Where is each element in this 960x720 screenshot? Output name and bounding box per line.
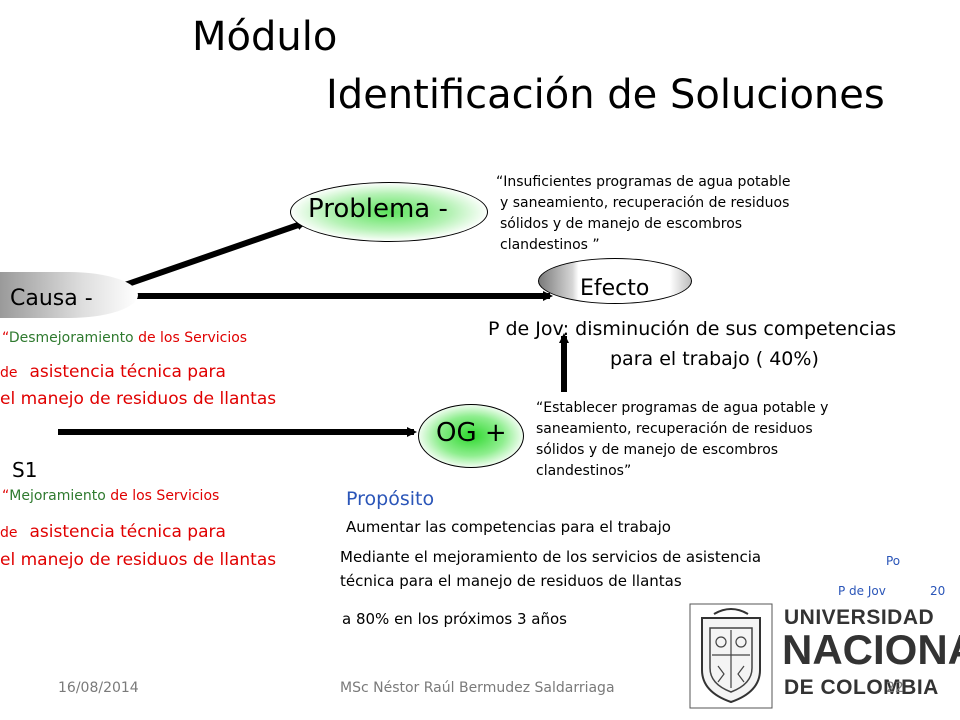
problema-quote-4: clandestinos ” bbox=[500, 237, 600, 253]
og-label: OG + bbox=[436, 418, 507, 448]
university-seal-icon bbox=[689, 603, 773, 709]
efecto-label: Efecto bbox=[580, 276, 650, 301]
problema-label: Problema - bbox=[308, 194, 448, 224]
causa-node bbox=[0, 272, 138, 318]
causa-quote-line3: el manejo de residuos de llantas bbox=[0, 389, 277, 409]
footer-page-number: 22 bbox=[886, 680, 904, 696]
efecto-text-1: P de Jov: disminución de sus competencia… bbox=[488, 318, 897, 340]
logo-line3: DE COLOMBIA bbox=[784, 676, 939, 699]
title-modulo: Módulo bbox=[192, 14, 338, 60]
s1-label: S1 bbox=[12, 458, 38, 482]
proposito-line4: a 80% en los próximos 3 años bbox=[342, 610, 567, 628]
causa-quote-line1: “Desmejoramiento de los Servicios bbox=[2, 330, 248, 346]
arrow-causa-problema bbox=[121, 220, 307, 289]
footer-date: 16/08/2014 bbox=[58, 680, 139, 696]
proposito-line3: técnica para el manejo de residuos de ll… bbox=[340, 572, 682, 590]
logo-line2: NACIONAL bbox=[782, 626, 960, 673]
logo-line1: UNIVERSIDAD bbox=[784, 606, 935, 629]
og-node bbox=[418, 404, 524, 468]
proposito-line2: Mediante el mejoramiento de los servicio… bbox=[340, 548, 762, 566]
proposito-label: Propósito bbox=[346, 488, 435, 510]
problema-node bbox=[290, 182, 488, 242]
causa-label: Causa - bbox=[10, 286, 93, 311]
og-quote-1: “Establecer programas de agua potable y bbox=[536, 400, 829, 416]
s1-quote-line3: el manejo de residuos de llantas bbox=[0, 550, 277, 570]
problema-quote-1: “Insuficientes programas de agua potable bbox=[496, 174, 791, 190]
problema-quote-2: y saneamiento, recuperación de residuos bbox=[500, 195, 790, 211]
footer-author: MSc Néstor Raúl Bermudez Saldarriaga bbox=[340, 680, 615, 696]
og-quote-4: clandestinos” bbox=[536, 463, 632, 479]
efecto-node bbox=[538, 258, 692, 304]
s1-quote-line1: “Mejoramiento de los Servicios bbox=[2, 488, 220, 504]
side-pjov: P de Jov bbox=[838, 584, 886, 598]
side-num: 20 bbox=[930, 584, 946, 598]
proposito-line1: Aumentar las competencias para el trabaj… bbox=[346, 518, 671, 536]
og-quote-2: saneamiento, recuperación de residuos bbox=[536, 421, 813, 437]
problema-quote-3: sólidos y de manejo de escombros bbox=[500, 216, 743, 232]
side-po: Po bbox=[886, 554, 901, 568]
title-identificacion: Identificación de Soluciones bbox=[326, 72, 885, 118]
universidad-nacional-logo: UNIVERSIDAD NACIONAL DE COLOMBIA bbox=[688, 600, 960, 712]
efecto-text-2: para el trabajo ( 40%) bbox=[610, 348, 819, 370]
og-quote-3: sólidos y de manejo de escombros bbox=[536, 442, 779, 458]
